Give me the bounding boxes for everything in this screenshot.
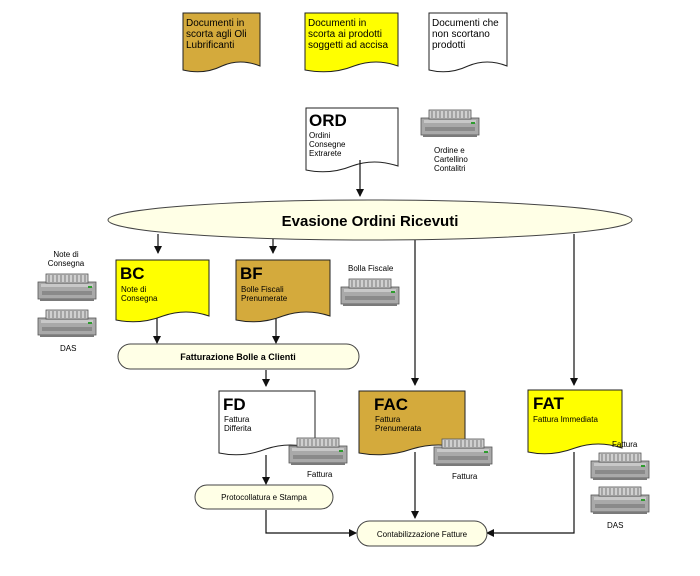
doc-fac-code: FAC	[374, 395, 408, 414]
printer-das-right-label: DAS	[607, 521, 623, 530]
doc-bf-line-2: Prenumerate	[241, 294, 288, 303]
printer-das-left-label: DAS	[60, 344, 76, 353]
doc-fat-code: FAT	[533, 394, 564, 413]
doc-fd-line-2: Differita	[224, 424, 252, 433]
printer-das-right-icon	[590, 486, 650, 515]
process-contabilizzazione-shape	[356, 520, 488, 547]
doc-fac-line-2: Prenumerata	[375, 424, 422, 433]
conn-protocollatura-contab	[265, 510, 357, 537]
process-contabilizzazione-label: Contabilizzazione Fatture	[377, 530, 468, 539]
printer-fd-label: Fattura	[307, 470, 333, 479]
process-evasione-shape	[107, 199, 633, 241]
doc-ord-shape	[305, 107, 399, 173]
printer-bolla-label: Bolla Fiscale	[348, 264, 394, 273]
process-protocollatura-shape	[194, 484, 334, 510]
printer-fac-icon	[433, 438, 493, 467]
process-fatturazione-label: Fatturazione Bolle a Clienti	[180, 352, 296, 362]
legend-excise-line-1: Documenti in	[308, 18, 366, 29]
process-protocollatura-label: Protocollatura e Stampa	[221, 493, 307, 502]
printer-das-right: DAS	[590, 486, 650, 530]
process-evasione-label: Evasione Ordini Ricevuti	[282, 213, 459, 230]
doc-fat-shape	[527, 389, 623, 455]
process-fatturazione-shape	[117, 343, 360, 370]
legend-lubricant-shape	[182, 12, 261, 73]
doc-bc-line-2: Consegna	[121, 294, 158, 303]
svg-text:Fattura Immediata: Fattura Immediata	[533, 415, 598, 424]
legend-plain-line-3: prodotti	[432, 40, 465, 51]
printer-bolla: Bolla Fiscale	[340, 264, 400, 307]
doc-fat-line-1: Fattura Immediata	[533, 415, 598, 424]
legend-lubricant-line-3: Lubrificanti	[186, 40, 234, 51]
doc-bf-line-1: Bolle Fiscali	[241, 285, 284, 294]
printer-bolla-icon	[340, 278, 400, 307]
legend-plain-line-1: Documenti che	[432, 18, 499, 29]
doc-bc-code: BC	[120, 264, 145, 283]
doc-bc-line-1: Note di	[121, 285, 147, 294]
printer-note-icon	[37, 273, 97, 302]
legend-excise-shape	[304, 12, 399, 73]
printer-note-line-2: Consegna	[48, 259, 85, 268]
printer-fat-icon	[590, 452, 650, 481]
process-contabilizzazione: Contabilizzazione Fatture	[356, 520, 488, 547]
legend-plain-shape	[428, 12, 508, 73]
process-fatturazione: Fatturazione Bolle a Clienti	[117, 343, 360, 370]
legend-lubricant-line-1: Documenti in	[186, 18, 244, 29]
printer-note-line-1: Note di	[53, 250, 79, 259]
printer-fac: Fattura	[433, 438, 493, 481]
printer-fac-label: Fattura	[452, 472, 478, 481]
doc-ord-line-1: Ordini	[309, 131, 331, 140]
doc-bf-shape	[235, 259, 331, 323]
connectors	[153, 160, 578, 537]
doc-ord-line-3: Extrarete	[309, 149, 342, 158]
doc-fat: FAT Fattura Immediata	[527, 389, 623, 455]
doc-ord-line-2: Consegne	[309, 140, 346, 149]
doc-bf-code: BF	[240, 264, 263, 283]
legend-excise-line-3: soggetti ad accisa	[308, 40, 388, 51]
legend-plain-line-2: non scortano	[432, 29, 490, 40]
legend-excise-line-2: scorta ai prodotti	[308, 29, 382, 40]
process-protocollatura: Protocollatura e Stampa	[194, 484, 334, 510]
doc-fd-line-1: Fattura	[224, 415, 250, 424]
printer-fd-icon	[288, 437, 348, 466]
printer-das-left-icon	[37, 309, 97, 338]
legend-lubricant-line-2: scorta agli Oli	[186, 29, 247, 40]
printer-ord-line-1: Ordine e	[434, 146, 465, 155]
printer-ord-line-3: Contalitri	[434, 164, 466, 173]
printer-das-left: DAS	[37, 309, 97, 353]
doc-fac-line-1: Fattura	[375, 415, 401, 424]
conn-fat-contab	[486, 452, 575, 537]
process-evasione: Evasione Ordini Ricevuti	[107, 199, 633, 241]
doc-ord-code: ORD	[309, 111, 347, 130]
printer-fat: Fattura	[590, 440, 650, 481]
printer-ord-line-2: Cartellino	[434, 155, 468, 164]
doc-fd-code: FD	[223, 395, 246, 414]
doc-bc-shape	[115, 259, 210, 323]
printer-fd: Fattura	[288, 437, 348, 479]
printer-ord-icon	[420, 109, 480, 138]
printer-fat-label: Fattura	[612, 440, 638, 449]
